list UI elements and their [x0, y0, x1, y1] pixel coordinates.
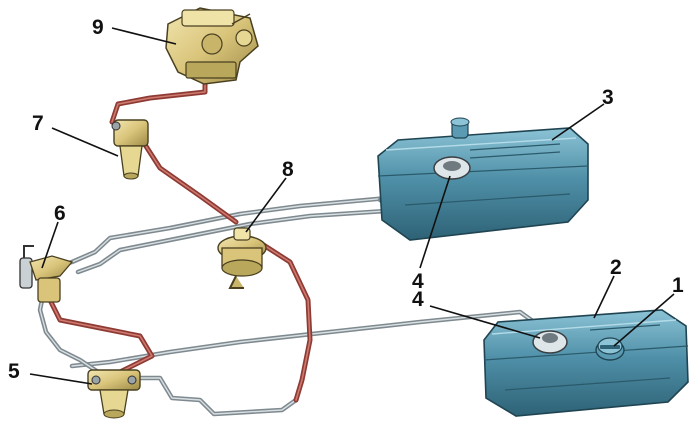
upper-fuel-tank: [377, 117, 589, 241]
upper-fuel-filter: [111, 119, 149, 180]
leader-3: [551, 103, 605, 141]
callout-7: 7: [32, 112, 44, 135]
fuel-tank-switch-valve: [19, 245, 74, 303]
callout-4-lower: 4: [412, 288, 424, 311]
lower-tank-filler-cap: [595, 337, 625, 361]
callout-6: 6: [54, 202, 66, 225]
leader-7: [51, 127, 119, 157]
lower-fuel-filter: [87, 369, 141, 419]
callout-8: 8: [282, 158, 294, 181]
leader-2: [593, 275, 615, 319]
carburetor: [165, 7, 259, 85]
leader-9: [111, 27, 177, 45]
callout-5: 5: [8, 360, 20, 383]
callout-9: 9: [92, 16, 104, 39]
callout-3: 3: [602, 86, 614, 109]
callout-2: 2: [610, 256, 622, 279]
rubber-hoses: [45, 73, 313, 403]
callout-4-upper: 4: [412, 270, 424, 293]
fuel-pump: [217, 227, 267, 289]
leader-6: [41, 221, 59, 269]
leader-5: [29, 373, 93, 385]
leader-8: [245, 177, 287, 233]
lower-tank-fuel-level-sender: [532, 330, 568, 354]
callout-labels: 1 2 3 4 4 5 6 7 8 9: [8, 16, 684, 383]
leader-4b: [429, 305, 541, 339]
upper-tank-fuel-level-sender: [433, 156, 471, 180]
callout-leaders: [29, 27, 675, 385]
lower-fuel-tank: [483, 309, 689, 417]
leader-1: [613, 293, 675, 347]
leader-4a: [419, 175, 451, 269]
callout-1: 1: [672, 274, 684, 297]
